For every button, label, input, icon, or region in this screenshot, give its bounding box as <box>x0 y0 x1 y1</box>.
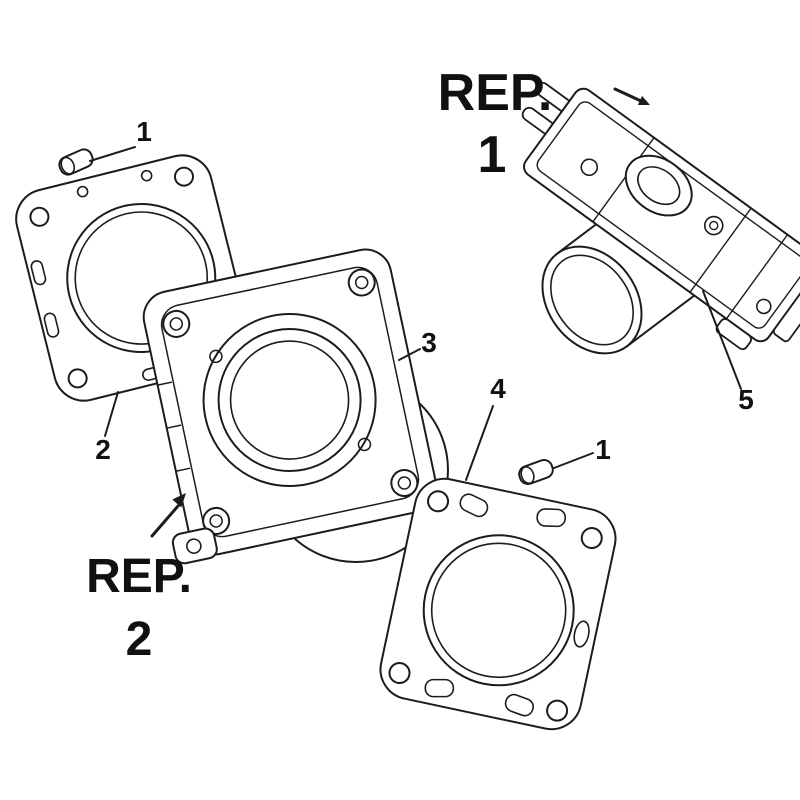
rep1-arrow-icon <box>613 87 650 105</box>
cylinder-head-assembly <box>521 81 800 355</box>
svg-text:2: 2 <box>126 613 153 666</box>
leader-line-2 <box>104 391 119 437</box>
leader-line-5 <box>702 290 742 390</box>
callout-4: 4 <box>490 373 506 404</box>
callout-3: 3 <box>421 327 437 358</box>
svg-text:REP.: REP. <box>86 550 192 603</box>
callout-5: 5 <box>738 384 754 415</box>
callout-2: 2 <box>95 434 111 465</box>
callout-1-left: 1 <box>136 116 152 147</box>
cylinder-gasket-right <box>379 477 617 731</box>
cylinder-block <box>142 248 438 565</box>
leader-line-1-right <box>553 452 594 469</box>
rep2-label: REP. 2 <box>86 550 192 666</box>
leader-line-1-left <box>89 146 136 162</box>
block-mount-lug <box>171 527 218 565</box>
rep2-arrow-icon <box>150 493 186 538</box>
callout-1-right: 1 <box>595 434 611 465</box>
dowel-pin-right <box>518 458 554 486</box>
leader-line-3 <box>398 348 421 361</box>
dowel-pin-left <box>58 148 94 176</box>
rep1-label: REP. 1 <box>438 64 553 184</box>
leader-line-4 <box>465 405 494 481</box>
svg-text:REP.: REP. <box>438 64 553 122</box>
svg-text:1: 1 <box>478 126 507 184</box>
